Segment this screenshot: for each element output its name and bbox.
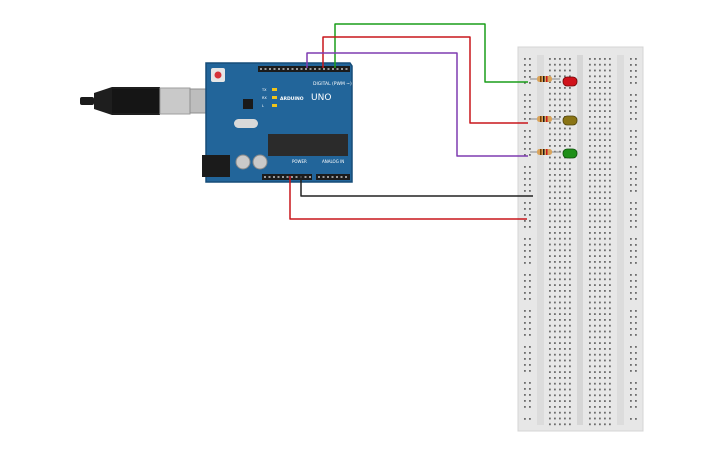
leds — [562, 76, 578, 159]
arduino-uno-board[interactable]: DIGITAL (PWM ~) ARDUINO UNO POWER ANALOG… — [202, 62, 353, 183]
capacitor — [235, 154, 251, 170]
capacitor — [252, 154, 268, 170]
resistor-3[interactable] — [530, 149, 560, 155]
atmega-chip — [268, 134, 348, 156]
digital-header — [258, 66, 350, 72]
wire-purple[interactable] — [306, 52, 528, 157]
rx-label: RX — [262, 96, 267, 100]
wire-red[interactable] — [322, 36, 528, 124]
resistor-2[interactable] — [530, 116, 560, 122]
l-label: L — [262, 104, 264, 108]
led-green[interactable] — [562, 148, 578, 159]
resistors — [530, 76, 560, 155]
crystal — [234, 119, 258, 128]
led-red[interactable] — [562, 76, 578, 87]
led-yellow[interactable] — [562, 115, 578, 126]
usb-cable — [80, 87, 213, 115]
power-jack — [202, 155, 230, 177]
wire-ground[interactable] — [300, 176, 533, 197]
wires — [289, 23, 533, 220]
model-label: UNO — [311, 93, 331, 103]
wire-green[interactable] — [334, 23, 528, 83]
digital-label: DIGITAL (PWM ~) — [313, 81, 352, 87]
resistor-1[interactable] — [530, 76, 560, 82]
breadboard[interactable] — [517, 46, 644, 432]
breadboard-holes — [524, 58, 637, 426]
header-pins — [260, 68, 348, 178]
tx-label: TX — [261, 88, 267, 92]
brand-label: ARDUINO — [280, 96, 304, 102]
usb-chip — [243, 99, 253, 109]
analog-label: ANALOG IN — [322, 159, 344, 164]
power-label: POWER — [292, 159, 307, 164]
wire-5v[interactable] — [289, 176, 527, 220]
